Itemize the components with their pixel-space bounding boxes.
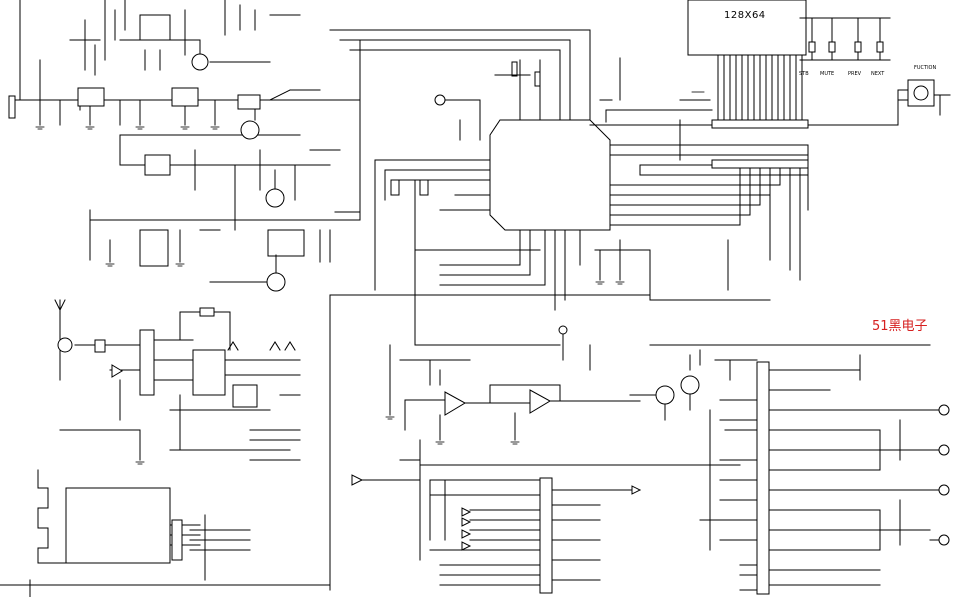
mcu-chip — [329, 29, 651, 346]
top-switch-cluster — [69, 0, 301, 76]
function-switch-label: FUCTION — [914, 65, 937, 71]
power-amplifier — [629, 344, 950, 595]
tuner-block — [54, 299, 301, 461]
button-label-next: NEXT — [871, 71, 885, 77]
lcd-connector-top — [589, 57, 809, 129]
audio-processor — [351, 464, 741, 594]
ground-symbols — [35, 91, 705, 465]
lcd-module — [687, 0, 807, 121]
button-row — [799, 17, 891, 61]
watermark-text: 51黑电子 — [872, 319, 928, 334]
opamp-stage — [329, 294, 651, 591]
power-supply-block — [8, 0, 361, 292]
lcd-label: 128X64 — [724, 10, 766, 21]
button-label-stb: STB — [799, 71, 809, 77]
button-label-mute: MUTE — [820, 71, 835, 77]
lcd-connector-bottom — [609, 99, 809, 301]
button-label-prev: PREV — [848, 71, 862, 77]
bluetooth-module — [0, 469, 331, 597]
function-switch — [807, 79, 951, 126]
